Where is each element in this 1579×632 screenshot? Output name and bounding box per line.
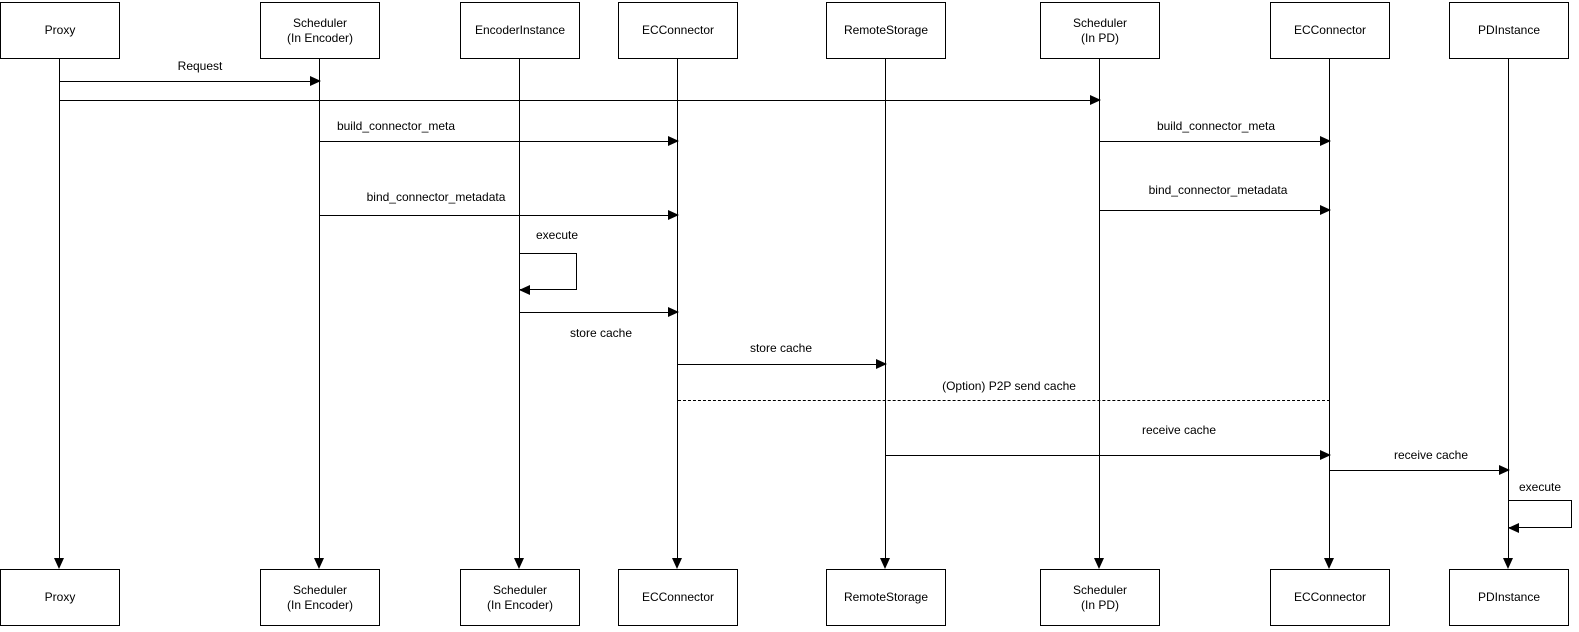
actor-label: ECConnector — [641, 23, 715, 37]
actor-top-encoder-instance: EncoderInstance — [460, 2, 580, 59]
actor-label: Scheduler (In Encoder) — [286, 582, 354, 612]
message-label-store-cache-to-connector: store cache — [567, 326, 635, 340]
message-line-build-connector-meta-pd — [1100, 135, 1331, 146]
actor-label: PDInstance — [1477, 590, 1541, 604]
lifeline-proxy — [54, 59, 65, 569]
actor-top-proxy: Proxy — [0, 2, 120, 59]
actor-label: Scheduler (In PD) — [1072, 15, 1128, 45]
actor-label: Proxy — [44, 23, 76, 37]
lifeline-remote-storage — [880, 59, 891, 569]
self-message-execute-encoder — [519, 253, 577, 296]
message-line-bind-connector-metadata-pd — [1100, 204, 1331, 215]
message-line-request-forward — [60, 94, 1101, 105]
message-line-receive-cache-to-connector — [886, 449, 1331, 460]
actor-top-scheduler-encoder: Scheduler (In Encoder) — [260, 2, 380, 59]
actor-top-pd-instance: PDInstance — [1449, 2, 1569, 59]
message-label-execute-encoder: execute — [533, 228, 581, 242]
actor-label: Scheduler (In Encoder) — [486, 582, 554, 612]
actor-bottom-scheduler-encoder-1: Scheduler (In Encoder) — [260, 569, 380, 626]
actor-label: RemoteStorage — [843, 23, 929, 37]
actor-bottom-scheduler-encoder-2: Scheduler (In Encoder) — [460, 569, 580, 626]
message-label-execute-pd: execute — [1516, 480, 1564, 494]
message-label-p2p-send-cache: (Option) P2P send cache — [940, 379, 1078, 393]
lifeline-pd-instance — [1503, 59, 1514, 569]
actor-label: Scheduler (In PD) — [1072, 582, 1128, 612]
actor-bottom-ec-connector-encoder: ECConnector — [618, 569, 738, 626]
message-line-build-connector-meta-encoder — [320, 135, 679, 146]
actor-bottom-scheduler-pd: Scheduler (In PD) — [1040, 569, 1160, 626]
message-label-build-connector-meta-encoder: build_connector_meta — [334, 119, 458, 133]
actor-bottom-ec-connector-pd: ECConnector — [1270, 569, 1390, 626]
actor-top-ec-connector-pd: ECConnector — [1270, 2, 1390, 59]
actor-label: ECConnector — [641, 590, 715, 604]
message-label-request: Request — [175, 59, 225, 73]
message-line-request — [60, 75, 321, 86]
actor-label: RemoteStorage — [843, 590, 929, 604]
lifeline-scheduler-pd — [1094, 59, 1105, 569]
actor-bottom-pd-instance: PDInstance — [1449, 569, 1569, 626]
message-line-bind-connector-metadata-encoder — [320, 209, 679, 220]
actor-bottom-remote-storage: RemoteStorage — [826, 569, 946, 626]
actor-label: Proxy — [44, 590, 76, 604]
message-label-store-cache-to-remote: store cache — [747, 341, 815, 355]
message-line-store-cache-to-connector — [520, 306, 679, 317]
message-label-receive-cache-to-pd: receive cache — [1391, 448, 1471, 462]
actor-top-ec-connector-encoder: ECConnector — [618, 2, 738, 59]
message-label-bind-connector-metadata-pd: bind_connector_metadata — [1146, 183, 1290, 197]
actor-top-scheduler-pd: Scheduler (In PD) — [1040, 2, 1160, 59]
message-line-receive-cache-to-pd — [1330, 464, 1510, 475]
self-message-execute-pd — [1508, 500, 1572, 534]
actor-bottom-proxy: Proxy — [0, 569, 120, 626]
actor-label: ECConnector — [1293, 23, 1367, 37]
actor-label: PDInstance — [1477, 23, 1541, 37]
message-line-store-cache-to-remote — [678, 358, 887, 369]
message-label-bind-connector-metadata-encoder: bind_connector_metadata — [364, 190, 508, 204]
message-line-p2p-send-cache — [678, 400, 1330, 401]
message-label-build-connector-meta-pd: build_connector_meta — [1154, 119, 1278, 133]
lifeline-ec-connector-pd — [1324, 59, 1335, 569]
actor-label: ECConnector — [1293, 590, 1367, 604]
lifeline-encoder-instance — [514, 59, 525, 569]
message-label-receive-cache-to-connector: receive cache — [1139, 423, 1219, 437]
actor-top-remote-storage: RemoteStorage — [826, 2, 946, 59]
actor-label: EncoderInstance — [474, 23, 566, 37]
lifeline-scheduler-encoder — [314, 59, 325, 569]
actor-label: Scheduler (In Encoder) — [286, 15, 354, 45]
